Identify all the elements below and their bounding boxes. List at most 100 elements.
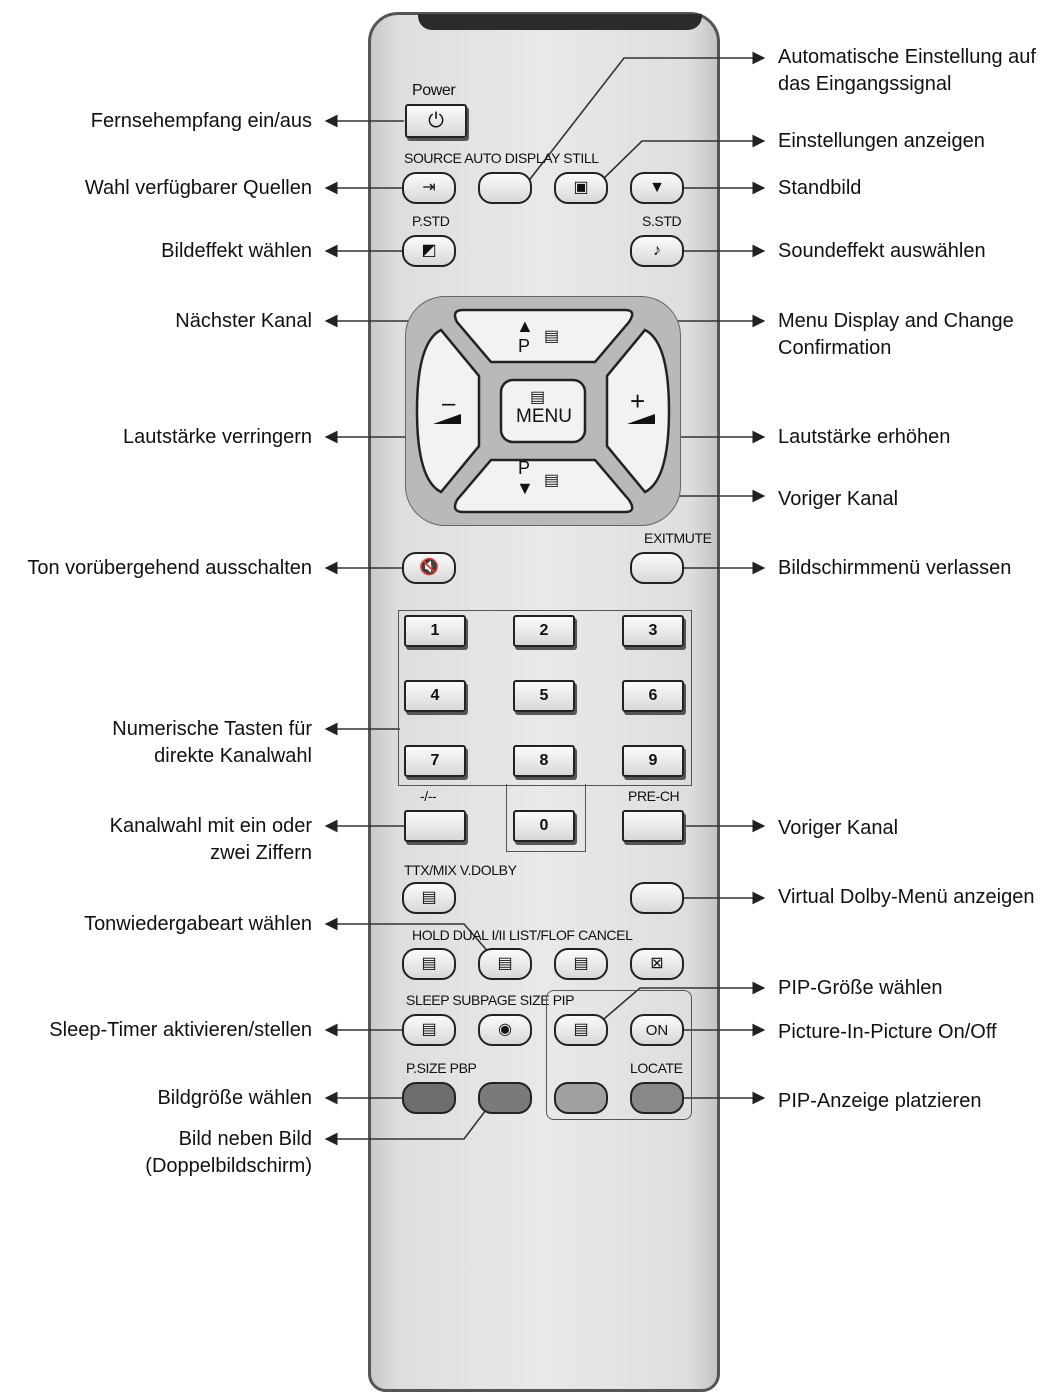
- callout-sound-mode: Tonwiedergabeart wählen: [84, 913, 312, 935]
- number-5-button[interactable]: 5: [513, 680, 575, 712]
- channel-down-p-label: P: [518, 458, 531, 478]
- volume-up-button[interactable]: [605, 328, 671, 494]
- cancel-x-icon: ⊠: [650, 955, 664, 972]
- label-locate: LOCATE: [630, 1060, 683, 1076]
- callout-auto-1: Automatische Einstellung auf: [778, 46, 1036, 68]
- subpage-icon: ◉: [498, 1021, 512, 1038]
- picture-mode-icon: ◩: [421, 242, 437, 259]
- still-button[interactable]: ▼: [630, 172, 684, 204]
- label-ttx: TTX/MIX V.DOLBY: [404, 862, 517, 878]
- callout-menu-1: Menu Display and Change: [778, 310, 1014, 332]
- label-exitmute: EXITMUTE: [644, 530, 712, 546]
- dual-button[interactable]: ▤: [478, 948, 532, 980]
- label-power: Power: [412, 82, 456, 99]
- channel-up-arrow-icon: ▲: [516, 316, 534, 336]
- subpage-button[interactable]: ◉: [478, 1014, 532, 1046]
- remote-ir-window: [418, 14, 702, 30]
- label-sleep-row: SLEEP SUBPAGE SIZE PIP: [406, 992, 575, 1008]
- callout-sound-effect: Soundeffekt auswählen: [778, 240, 986, 262]
- callout-auto-2: das Eingangssignal: [778, 73, 952, 95]
- teletext-mix-icon: ▤: [421, 889, 437, 906]
- number-2-button[interactable]: 2: [513, 615, 575, 647]
- number-8-button[interactable]: 8: [513, 745, 575, 777]
- label-psize: P.SIZE PBP: [406, 1060, 477, 1076]
- volume-down-button[interactable]: [415, 328, 481, 494]
- callout-exit: Bildschirmmenü verlassen: [778, 557, 1012, 579]
- number-9-button[interactable]: 9: [622, 745, 684, 777]
- green-pbp-button[interactable]: [478, 1082, 532, 1114]
- numpad-zero-frame: [506, 784, 586, 852]
- channel-down-button[interactable]: [453, 458, 634, 514]
- prech-button[interactable]: [622, 810, 684, 842]
- sound-note-icon: ♪: [653, 242, 661, 259]
- callout-digits-2: zwei Ziffern: [210, 842, 312, 864]
- number-4-button[interactable]: 4: [404, 680, 466, 712]
- callout-menu-2: Confirmation: [778, 337, 892, 359]
- callout-prech: Voriger Kanal: [778, 817, 899, 839]
- callout-pip-locate: PIP-Anzeige platzieren: [778, 1090, 982, 1112]
- minus-icon: –: [442, 390, 456, 417]
- cancel-button[interactable]: ⊠: [630, 948, 684, 980]
- mute-button[interactable]: 🔇: [402, 552, 456, 584]
- channel-down-arrow-icon: ▼: [516, 478, 534, 498]
- sleep-button[interactable]: ▤: [402, 1014, 456, 1046]
- dual-sound-icon: ▤: [497, 955, 513, 972]
- label-hold-row: HOLD DUAL I/II LIST/FLOF CANCEL: [412, 927, 633, 943]
- numpad-frame: [398, 610, 692, 786]
- ttx-mix-button[interactable]: ▤: [402, 882, 456, 914]
- index-icon: ▤: [544, 472, 560, 489]
- volume-up-wedge-icon: [627, 414, 655, 424]
- callout-pip-size: PIP-Größe wählen: [778, 977, 943, 999]
- label-sstd: S.STD: [642, 213, 682, 229]
- blue-locate-button[interactable]: [630, 1082, 684, 1114]
- digit-mode-button[interactable]: [404, 810, 466, 842]
- callout-pip-onoff: Picture-In-Picture On/Off: [778, 1021, 997, 1043]
- menu-label: MENU: [516, 406, 572, 427]
- callout-picture-effect: Bildeffekt wählen: [161, 240, 312, 262]
- callout-volume-down: Lautstärke verringern: [123, 426, 312, 448]
- number-1-button[interactable]: 1: [404, 615, 466, 647]
- hold-button[interactable]: ▤: [402, 948, 456, 980]
- channel-up-p-label: P: [518, 336, 531, 356]
- menu-teletext-icon: ▤: [530, 389, 546, 406]
- pip-frame: [546, 990, 692, 1120]
- number-6-button[interactable]: 6: [622, 680, 684, 712]
- virtual-dolby-button[interactable]: [630, 882, 684, 914]
- callout-vdolby: Virtual Dolby-Menü anzeigen: [778, 886, 1035, 908]
- number-3-button[interactable]: 3: [622, 615, 684, 647]
- label-source-row: SOURCE AUTO DISPLAY STILL: [404, 150, 599, 166]
- power-button[interactable]: ⏻: [405, 104, 467, 138]
- callout-sleep-timer: Sleep-Timer aktivieren/stellen: [49, 1019, 312, 1041]
- hold-icon: ▤: [421, 955, 437, 972]
- pip-size-button[interactable]: ▤: [554, 1014, 608, 1046]
- label-prech: PRE-CH: [628, 788, 680, 804]
- callout-numeric-2: direkte Kanalwahl: [154, 745, 312, 767]
- label-pstd: P.STD: [412, 213, 450, 229]
- number-0-button[interactable]: 0: [513, 810, 575, 842]
- callout-volume-up: Lautstärke erhöhen: [778, 426, 951, 448]
- exit-button[interactable]: [630, 552, 684, 584]
- yellow-button[interactable]: [554, 1082, 608, 1114]
- dpad-shapes: [415, 308, 671, 514]
- red-psize-button[interactable]: [402, 1082, 456, 1114]
- display-info-icon: ▣: [573, 179, 589, 196]
- menu-button[interactable]: [499, 378, 587, 444]
- auto-button[interactable]: [478, 172, 532, 204]
- pip-on-button[interactable]: ON: [630, 1014, 684, 1046]
- display-button[interactable]: ▣: [554, 172, 608, 204]
- callout-still: Standbild: [778, 177, 862, 199]
- callout-mute: Ton vorübergehend ausschalten: [27, 557, 312, 579]
- callout-digits-1: Kanalwahl mit ein oder: [109, 815, 312, 837]
- list-flof-button[interactable]: ▤: [554, 948, 608, 980]
- channel-up-button[interactable]: [453, 308, 634, 364]
- source-button[interactable]: ⇥: [402, 172, 456, 204]
- callout-prev-channel-dpad: Voriger Kanal: [778, 488, 899, 510]
- sound-std-button[interactable]: ♪: [630, 235, 684, 267]
- power-icon: ⏻: [428, 110, 444, 132]
- number-7-button[interactable]: 7: [404, 745, 466, 777]
- size-icon: ▤: [573, 1021, 589, 1038]
- callout-numeric-1: Numerische Tasten für: [112, 718, 312, 740]
- picture-std-button[interactable]: ◩: [402, 235, 456, 267]
- callout-pbp-2: (Doppelbildschirm): [145, 1155, 312, 1177]
- sleep-icon: ▤: [421, 1021, 437, 1038]
